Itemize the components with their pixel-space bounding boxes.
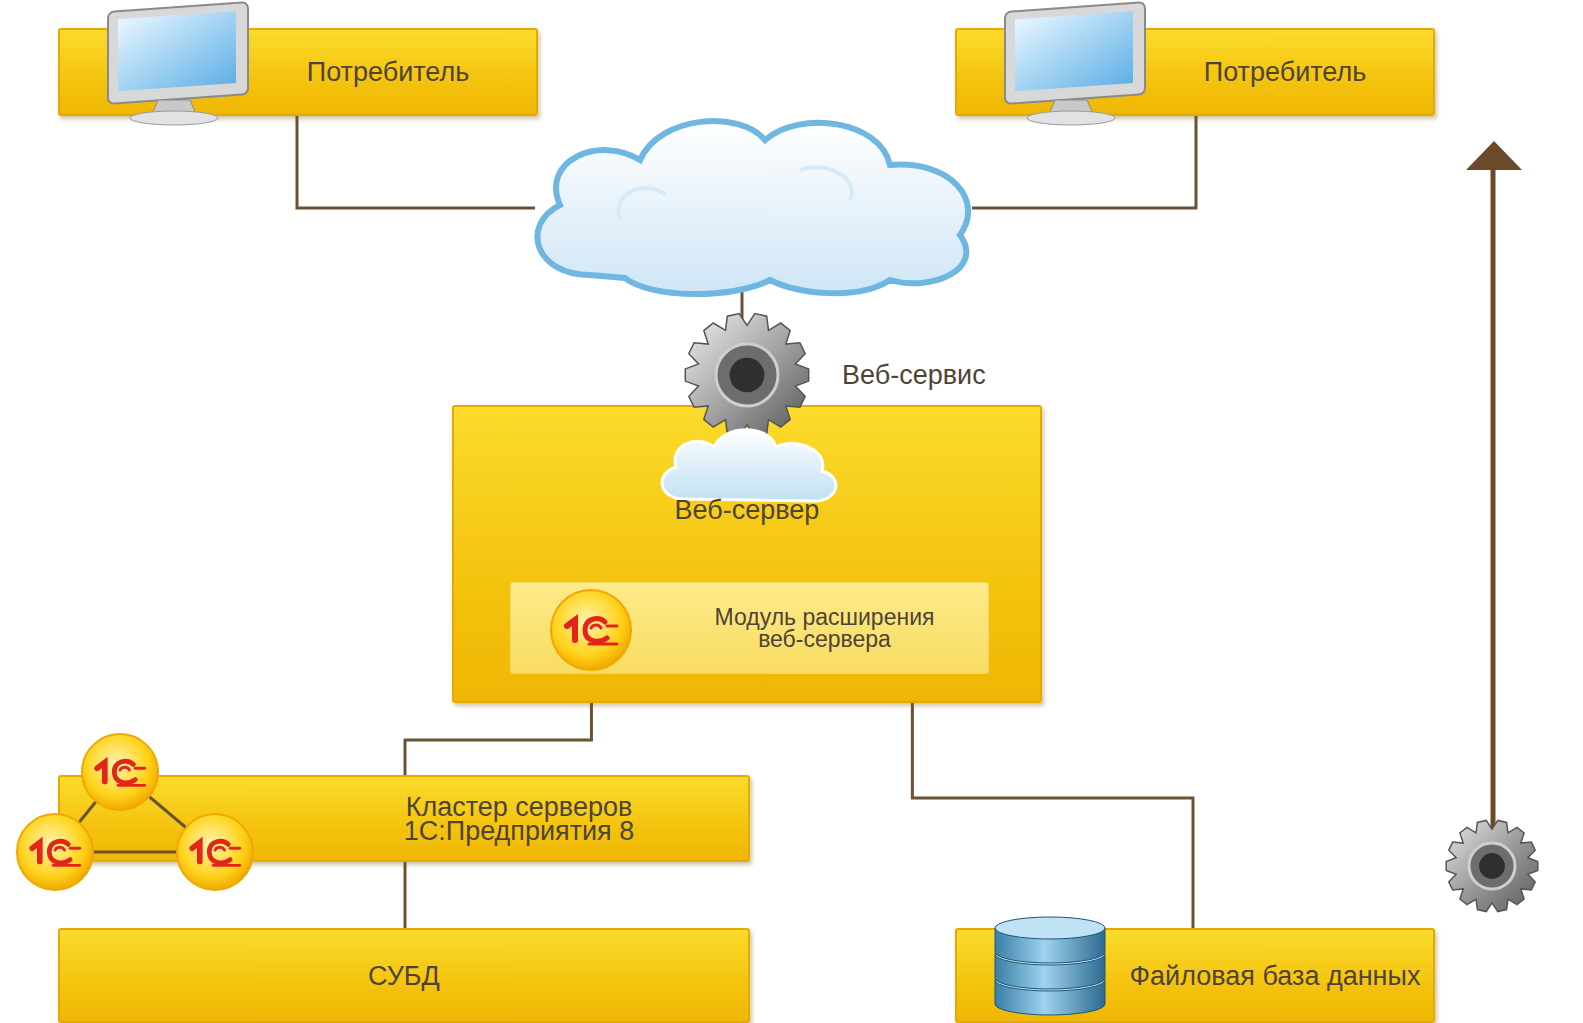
- service-gear: [1446, 820, 1538, 911]
- node-text: СУБД: [368, 961, 440, 991]
- node-text: Кластер серверов 1С:Предприятия 8: [319, 795, 719, 843]
- output-arrow: [1466, 141, 1522, 835]
- node-text: Потребитель: [307, 57, 469, 87]
- node-icon: [78, 10, 268, 130]
- network-wires: [297, 116, 1196, 345]
- node-icon: [995, 918, 1115, 1023]
- component-box: СУБД: [58, 928, 750, 1023]
- service-label: Веб-сервис: [842, 360, 986, 391]
- node-text: Потребитель: [1204, 57, 1366, 87]
- node-icon: [649, 327, 849, 517]
- component-box: Потребитель: [58, 28, 538, 116]
- component-box: Кластер серверов 1С:Предприятия 8: [58, 775, 750, 862]
- component-box: Потребитель: [955, 28, 1435, 116]
- node-text: Модуль расширения веб-сервера: [700, 606, 950, 650]
- network-cloud: [537, 121, 968, 294]
- connector-line: [912, 674, 1193, 928]
- node-text: Файловая база данных: [1130, 964, 1421, 988]
- node-icon: [15, 742, 315, 902]
- node-icon: [531, 588, 651, 673]
- node-icon: [975, 10, 1165, 130]
- component-box: Файловая база данных: [955, 928, 1435, 1023]
- component-box: Веб-серверМодуль расширения веб-сервера: [452, 405, 1042, 703]
- node-text: Веб-сервер: [675, 495, 820, 525]
- module-box: Модуль расширения веб-сервера: [510, 582, 989, 674]
- connector-line: [404, 862, 407, 928]
